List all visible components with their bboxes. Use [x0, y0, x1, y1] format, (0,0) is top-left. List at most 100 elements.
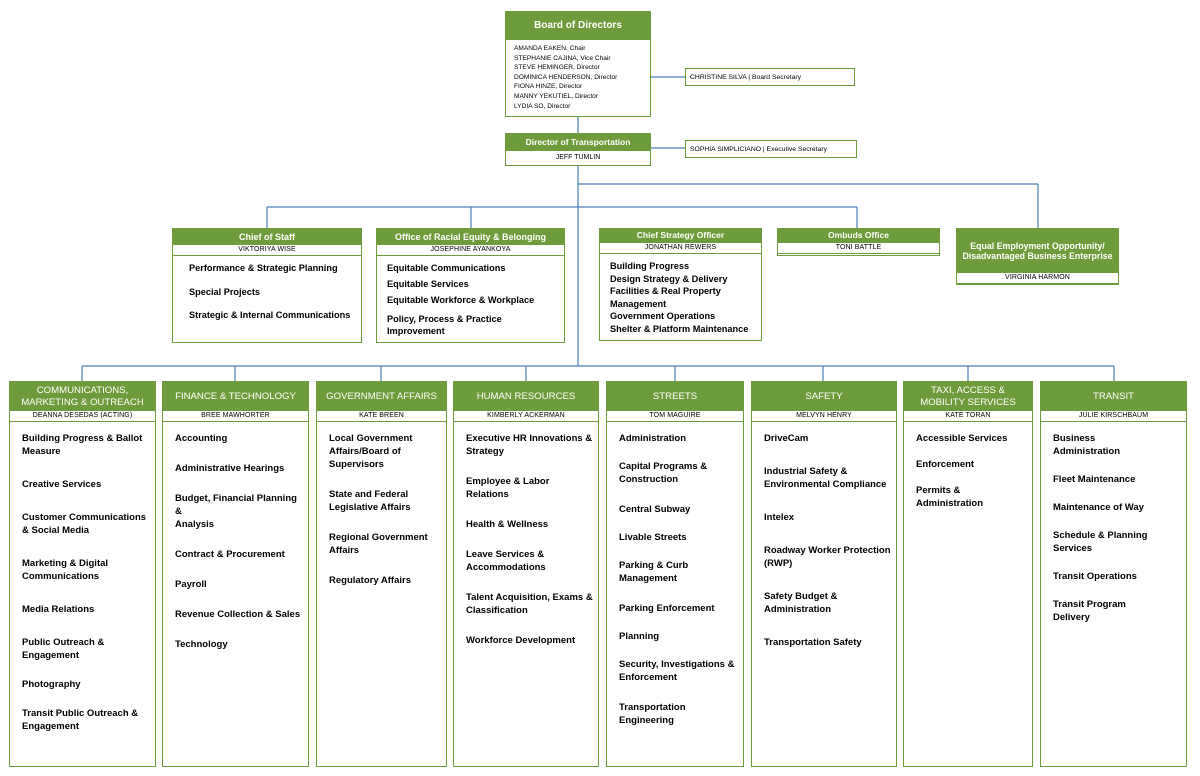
- division-head-name: DEANNA DESEDAS (ACTING): [10, 411, 155, 422]
- board-member: STEVE HEMINGER, Director: [514, 64, 600, 72]
- division-function: Transit Program Delivery: [1053, 599, 1126, 623]
- office-function: Special Projects: [189, 286, 260, 297]
- board-member: DOMINICA HENDERSON, Director: [514, 73, 618, 81]
- division-function: State and Federal Legislative Affairs: [329, 489, 411, 513]
- division-title: HUMAN RESOURCES: [454, 382, 598, 411]
- division-function: Transportation Safety: [764, 637, 862, 648]
- division-title: GOVERNMENT AFFAIRS: [317, 382, 446, 411]
- division-function: Transit Public Outreach & Engagement: [22, 708, 139, 732]
- division-function: Administration: [619, 433, 687, 444]
- division-function: Contract & Procurement: [175, 549, 285, 560]
- office-title: Office of Racial Equity & Belonging: [377, 229, 564, 245]
- division-function: Revenue Collection & Sales: [175, 609, 301, 620]
- director-box: Director of Transportation JEFF TUMLIN: [505, 133, 651, 166]
- director-title: Director of Transportation: [506, 134, 650, 151]
- director-name: JEFF TUMLIN: [555, 154, 601, 161]
- office-function: Equitable Workforce & Workplace: [387, 295, 535, 306]
- division-function: Regional Government Affairs: [329, 532, 428, 556]
- division-function: Livable Streets: [619, 532, 687, 543]
- division-function: Accounting: [175, 433, 228, 444]
- division-function: Intelex: [764, 512, 795, 523]
- board-title: Board of Directors: [506, 12, 650, 40]
- division-function: Executive HR Innovations & Strategy: [466, 433, 593, 457]
- board-member: LYDIA SO, Director: [514, 102, 571, 110]
- division-function: Workforce Development: [466, 635, 576, 646]
- division-function: Capital Programs & Construction: [619, 461, 708, 485]
- office-head-name: VIKTORIYA WISE: [173, 245, 361, 256]
- office-head-name: VIRGINIA HARMON: [957, 273, 1118, 284]
- division-function: Administrative Hearings: [175, 463, 285, 474]
- office-function: Building Progress: [610, 261, 690, 271]
- division-function: Creative Services: [22, 479, 102, 490]
- division-function: Talent Acquisition, Exams & Classificati…: [466, 592, 593, 616]
- division-title: TAXI, ACCESS & MOBILITY SERVICES: [904, 382, 1032, 411]
- division-function: Photography: [22, 679, 81, 690]
- division-function: Technology: [175, 639, 228, 650]
- division-head-name: KIMBERLY ACKERMAN: [454, 411, 598, 422]
- division-function: Planning: [619, 631, 660, 642]
- division-function: Customer Communications & Social Media: [22, 512, 147, 536]
- board-member: MANNY YEKUTIEL, Director: [514, 92, 599, 100]
- division-function: Marketing & Digital Communications: [22, 558, 109, 582]
- division-head-name: JULIE KIRSCHBAUM: [1041, 411, 1186, 422]
- office-function: Equitable Services: [387, 278, 469, 289]
- division-title: COMMUNICATIONS, MARKETING & OUTREACH: [10, 382, 155, 411]
- division-function: Media Relations: [22, 604, 95, 615]
- division-function: Maintenance of Way: [1053, 502, 1144, 513]
- division-title: TRANSIT: [1041, 382, 1186, 411]
- division-head-name: KATE BREEN: [317, 411, 446, 422]
- division-function: Roadway Worker Protection (RWP): [764, 545, 891, 569]
- office-title: Chief of Staff: [173, 229, 361, 245]
- office-function: Shelter & Platform Maintenance: [610, 323, 749, 334]
- division-function: Permits & Administration: [916, 485, 984, 509]
- division-function: Transportation Engineering: [619, 702, 686, 726]
- division-function: Accessible Services: [916, 433, 1008, 444]
- division-function: Fleet Maintenance: [1053, 474, 1136, 485]
- board-member: FIONA HINZE, Director: [514, 83, 583, 91]
- division-function: Parking & Curb Management: [619, 560, 689, 584]
- division-function: Schedule & Planning Services: [1053, 530, 1148, 554]
- division-title: STREETS: [607, 382, 743, 411]
- board-members-list: AMANDA EAKEN, Chair STEPHANIE CAJINA, Vi…: [506, 40, 650, 115]
- division-function: Parking Enforcement: [619, 603, 715, 614]
- board-of-directors-box: Board of Directors AMANDA EAKEN, Chair S…: [505, 11, 651, 117]
- office-function: Government Operations: [610, 311, 716, 322]
- division-function: Business Administration: [1053, 433, 1121, 457]
- division-title: SAFETY: [752, 382, 896, 411]
- office-head-name: JONATHAN REWERS: [600, 243, 761, 254]
- division-function: Leave Services & Accommodations: [466, 549, 546, 573]
- office-head-name: JOSEPHINE AYANKOYA: [377, 245, 564, 256]
- division-function: Industrial Safety & Environmental Compli…: [764, 466, 887, 490]
- division-functions-list: Local Government Affairs/Board of Superv…: [317, 422, 446, 591]
- division-function: Budget, Financial Planning & Analysis: [175, 493, 297, 530]
- division-function: Safety Budget & Administration: [764, 591, 838, 615]
- division-function: Central Subway: [619, 504, 691, 515]
- division-function: Health & Wellness: [466, 519, 549, 530]
- division-function: Security, Investigations & Enforcement: [619, 659, 735, 683]
- division-head-name: TOM MAGUIRE: [607, 411, 743, 422]
- office-title: Equal Employment Opportunity/ Disadvanta…: [957, 229, 1118, 273]
- division-function: Employee & Labor Relations: [466, 476, 550, 500]
- division-function: Payroll: [175, 579, 207, 590]
- board-secretary-box: CHRISTINE SILVA | Board Secretary: [685, 68, 855, 86]
- division-function: Regulatory Affairs: [329, 575, 411, 586]
- board-member: AMANDA EAKEN, Chair: [514, 45, 586, 52]
- division-function: DriveCam: [764, 433, 809, 444]
- office-box: Equal Employment Opportunity/ Disadvanta…: [956, 228, 1119, 285]
- office-function: Facilities & Real Property Management: [610, 286, 721, 309]
